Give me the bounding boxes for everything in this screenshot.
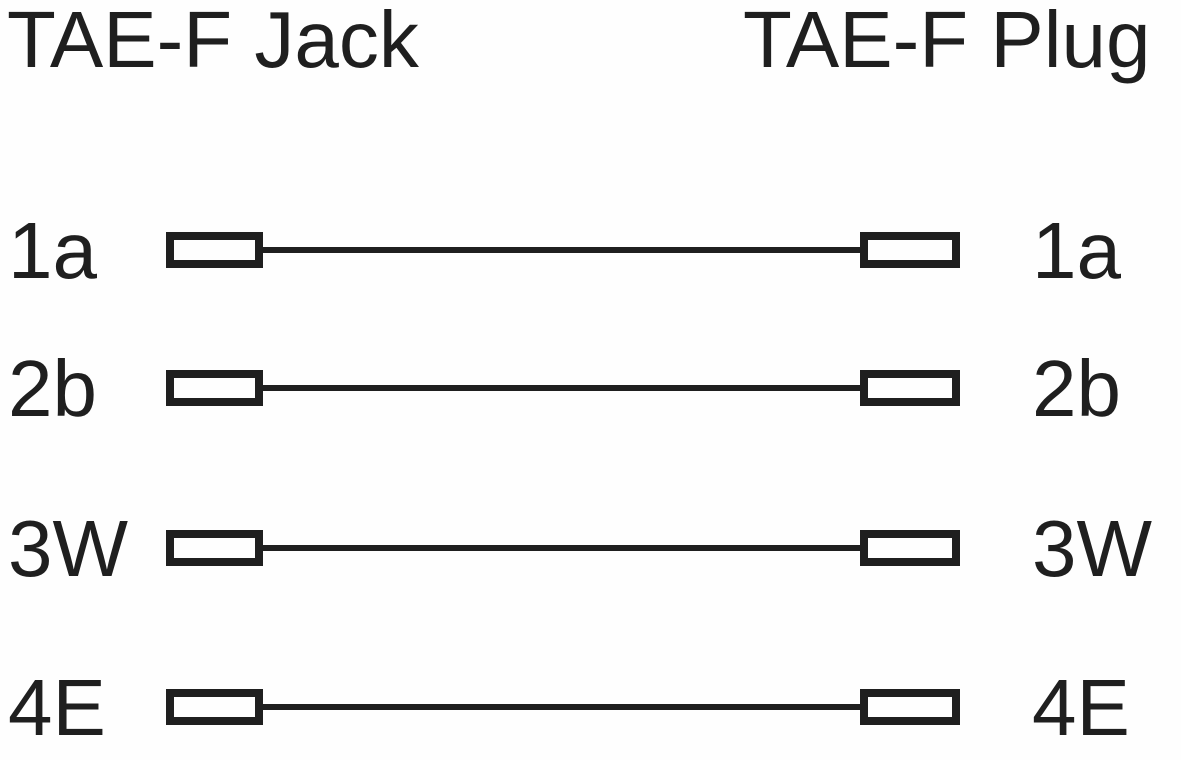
wire-line [258,545,865,551]
right-pin-label: 2b [1032,344,1121,433]
connection-row-1a: 1a 1a [0,211,1181,291]
left-connector-title: TAE-F Jack [7,0,419,84]
right-pin-contact [860,232,960,268]
left-pin-contact [166,370,263,406]
left-pin-contact [166,232,263,268]
left-pin-contact [166,689,263,725]
right-pin-contact [860,689,960,725]
wire-line [258,385,865,391]
right-pin-contact [860,370,960,406]
left-pin-label: 4E [8,663,106,752]
left-pin-label: 1a [8,206,97,295]
right-pin-label: 4E [1032,663,1130,752]
wire-line [258,247,865,253]
right-pin-label: 3W [1032,504,1152,593]
right-pin-label: 1a [1032,206,1121,295]
wire-line [258,704,865,710]
left-pin-label: 3W [8,504,128,593]
connection-row-2b: 2b 2b [0,349,1181,429]
left-pin-contact [166,530,263,566]
connection-row-4e: 4E 4E [0,668,1181,748]
right-connector-title: TAE-F Plug [743,0,1151,84]
connection-row-3w: 3W 3W [0,509,1181,589]
left-pin-label: 2b [8,344,97,433]
right-pin-contact [860,530,960,566]
